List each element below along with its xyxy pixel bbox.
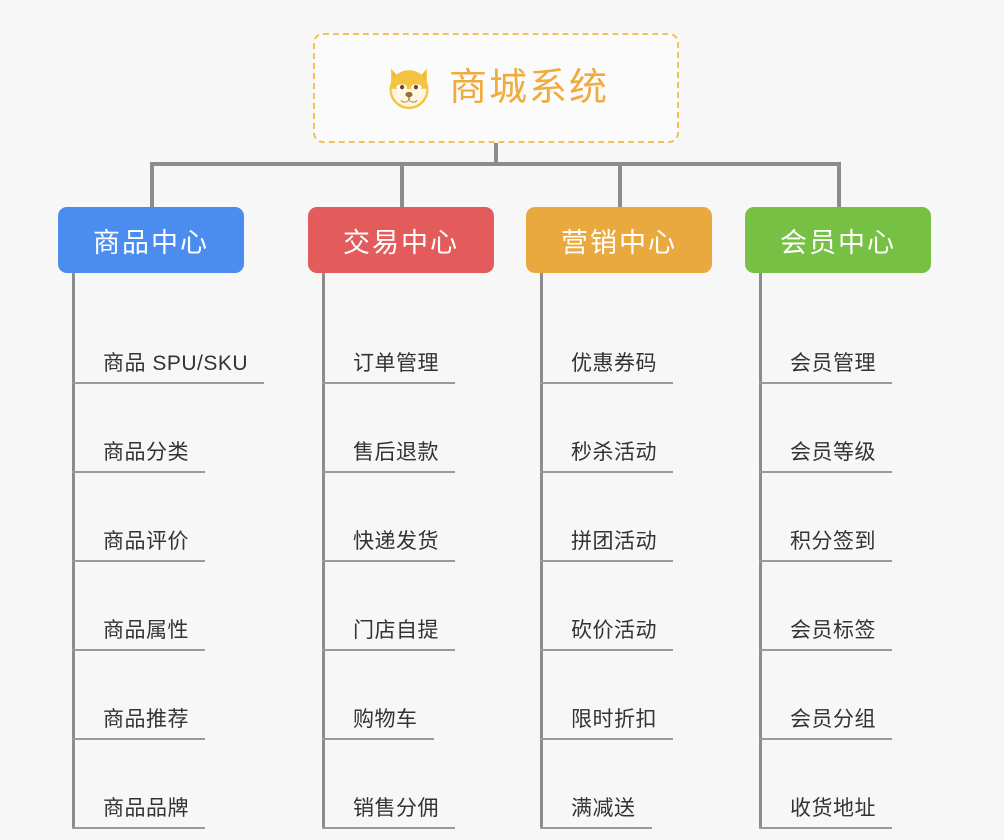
category-header-marketing-center[interactable]: 营销中心 <box>526 207 712 273</box>
leaf-item-underline <box>759 471 892 473</box>
leaf-item-underline <box>540 738 673 740</box>
leaf-item[interactable]: 商品推荐 <box>58 651 288 740</box>
leaf-item-underline <box>322 738 434 740</box>
leaf-item[interactable]: 秒杀活动 <box>526 384 756 473</box>
leaf-item[interactable]: 会员标签 <box>745 562 975 651</box>
leaf-item-label: 订单管理 <box>353 352 439 375</box>
leaf-item[interactable]: 限时折扣 <box>526 651 756 740</box>
leaf-item[interactable]: 优惠券码 <box>526 295 756 384</box>
leaf-item-underline <box>540 382 673 384</box>
branch-column-1: 商品中心 商品 SPU/SKU 商品分类商品评价商品属性商品推荐商品品牌 <box>58 207 288 829</box>
leaf-item-underline <box>322 382 455 384</box>
leaf-item-label: 积分签到 <box>790 530 876 553</box>
leaf-item-label: 售后退款 <box>353 441 439 464</box>
leaf-list-3: 优惠券码秒杀活动拼团活动砍价活动限时折扣满减送 <box>526 273 756 829</box>
leaf-list-2: 订单管理售后退款快递发货门店自提购物车销售分佣 <box>308 273 538 829</box>
connector-trunk <box>494 143 498 164</box>
leaf-list-4: 会员管理会员等级积分签到会员标签会员分组收货地址 <box>745 273 975 829</box>
leaf-item[interactable]: 购物车 <box>308 651 538 740</box>
leaf-item-label: 拼团活动 <box>571 530 657 553</box>
leaf-item-label: 会员标签 <box>790 619 876 642</box>
column-spine-3 <box>540 273 543 829</box>
column-spine-2 <box>322 273 325 829</box>
leaf-item-underline <box>72 382 264 384</box>
leaf-item[interactable]: 商品分类 <box>58 384 288 473</box>
leaf-item-label: 满减送 <box>571 797 636 820</box>
leaf-item-underline <box>322 649 455 651</box>
leaf-item-underline <box>759 738 892 740</box>
connector-drop-2 <box>400 162 404 208</box>
leaf-item-underline <box>540 649 673 651</box>
leaf-item-label: 会员管理 <box>790 352 876 375</box>
leaf-item-label: 商品属性 <box>103 619 189 642</box>
leaf-item-underline <box>322 560 455 562</box>
root-title: 商城系统 <box>448 67 609 109</box>
dog-face-icon <box>383 62 435 114</box>
leaf-item-label: 优惠券码 <box>571 352 657 375</box>
leaf-item[interactable]: 会员等级 <box>745 384 975 473</box>
connector-drop-3 <box>618 162 622 208</box>
leaf-item-label: 秒杀活动 <box>571 441 657 464</box>
leaf-item-underline <box>759 560 892 562</box>
leaf-item[interactable]: 满减送 <box>526 740 756 829</box>
leaf-item-label: 限时折扣 <box>571 708 657 731</box>
connector-drop-1 <box>150 162 154 208</box>
leaf-item-underline <box>759 649 892 651</box>
connector-drop-4 <box>837 162 841 208</box>
leaf-item[interactable]: 会员分组 <box>745 651 975 740</box>
leaf-item-label: 会员分组 <box>790 708 876 731</box>
leaf-item[interactable]: 商品品牌 <box>58 740 288 829</box>
leaf-list-1: 商品 SPU/SKU 商品分类商品评价商品属性商品推荐商品品牌 <box>58 273 288 829</box>
leaf-item[interactable]: 售后退款 <box>308 384 538 473</box>
branch-column-2: 交易中心 订单管理售后退款快递发货门店自提购物车销售分佣 <box>308 207 538 829</box>
leaf-item-label: 商品 SPU/SKU <box>103 352 249 375</box>
leaf-item-underline <box>322 827 455 829</box>
leaf-item-underline <box>540 560 673 562</box>
branch-column-3: 营销中心 优惠券码秒杀活动拼团活动砍价活动限时折扣满减送 <box>526 207 756 829</box>
leaf-item[interactable]: 销售分佣 <box>308 740 538 829</box>
leaf-item[interactable]: 积分签到 <box>745 473 975 562</box>
leaf-item-label: 门店自提 <box>353 619 439 642</box>
leaf-item[interactable]: 快递发货 <box>308 473 538 562</box>
column-spine-4 <box>759 273 762 829</box>
leaf-item-underline <box>72 827 205 829</box>
leaf-item-label: 砍价活动 <box>571 619 657 642</box>
leaf-item-underline <box>759 827 892 829</box>
leaf-item-underline <box>322 471 455 473</box>
leaf-item-label: 会员等级 <box>790 441 876 464</box>
leaf-item[interactable]: 会员管理 <box>745 295 975 384</box>
leaf-item-label: 商品评价 <box>103 530 189 553</box>
leaf-item-label: 购物车 <box>353 708 418 731</box>
leaf-item-label: 收货地址 <box>790 797 876 820</box>
leaf-item[interactable]: 订单管理 <box>308 295 538 384</box>
leaf-item[interactable]: 商品属性 <box>58 562 288 651</box>
leaf-item-underline <box>72 471 205 473</box>
leaf-item-underline <box>540 471 673 473</box>
leaf-item[interactable]: 砍价活动 <box>526 562 756 651</box>
leaf-item[interactable]: 商品 SPU/SKU <box>58 295 288 384</box>
column-spine-1 <box>72 273 75 829</box>
category-header-member-center[interactable]: 会员中心 <box>745 207 931 273</box>
category-header-trade-center[interactable]: 交易中心 <box>308 207 494 273</box>
leaf-item-label: 商品推荐 <box>103 708 189 731</box>
leaf-item-label: 快递发货 <box>353 530 439 553</box>
leaf-item-label: 销售分佣 <box>353 797 439 820</box>
leaf-item-underline <box>759 382 892 384</box>
category-header-product-center[interactable]: 商品中心 <box>58 207 244 273</box>
connector-bus <box>150 162 840 166</box>
leaf-item[interactable]: 门店自提 <box>308 562 538 651</box>
leaf-item-label: 商品分类 <box>103 441 189 464</box>
leaf-item[interactable]: 收货地址 <box>745 740 975 829</box>
leaf-item[interactable]: 商品评价 <box>58 473 288 562</box>
leaf-item-underline <box>72 560 205 562</box>
leaf-item-underline <box>72 649 205 651</box>
leaf-item-underline <box>540 827 652 829</box>
leaf-item-underline <box>72 738 205 740</box>
branch-column-4: 会员中心 会员管理会员等级积分签到会员标签会员分组收货地址 <box>745 207 975 829</box>
leaf-item-label: 商品品牌 <box>103 797 189 820</box>
leaf-item[interactable]: 拼团活动 <box>526 473 756 562</box>
root-node[interactable]: 商城系统 <box>313 33 679 143</box>
